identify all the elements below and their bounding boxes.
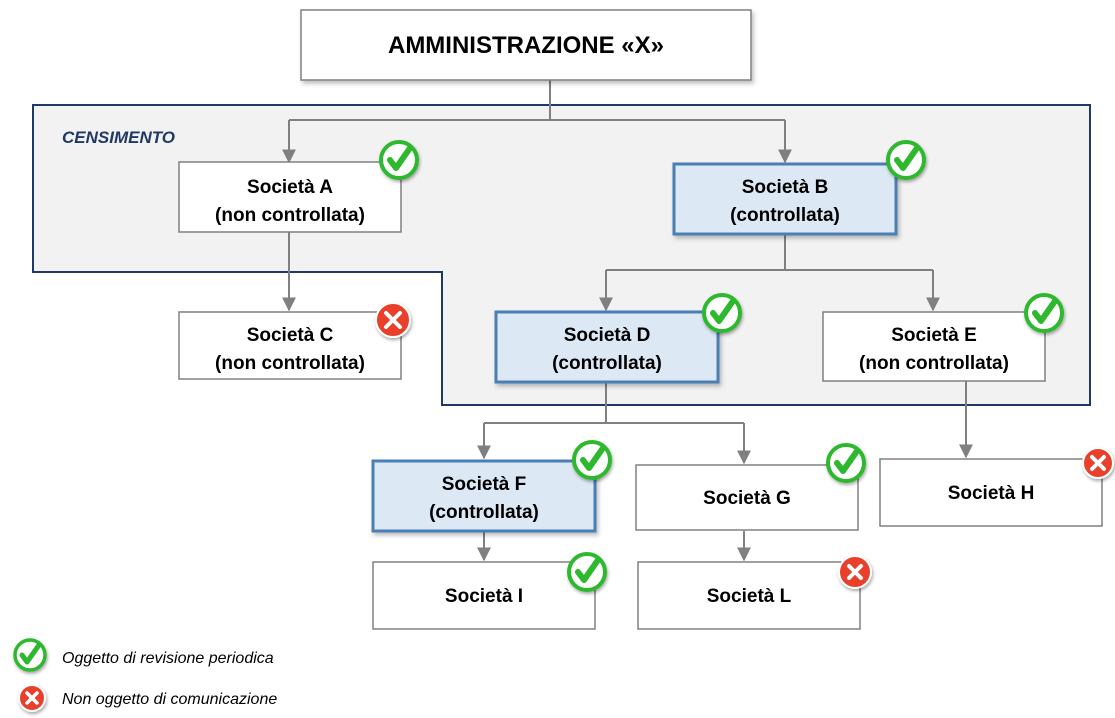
- cross-circle-icon: [838, 555, 872, 589]
- check-circle-icon: [826, 443, 866, 483]
- node-e-line1: Società E: [891, 325, 977, 346]
- node-d-line1: Società D: [564, 325, 651, 346]
- node-a-line1: Società A: [247, 177, 333, 198]
- status-icons: [375, 140, 1114, 592]
- node-societa-e: Società E (non controllata): [822, 311, 1046, 382]
- node-societa-b: Società B (controllata): [672, 162, 898, 236]
- legend: Oggetto di revisione periodica Non ogget…: [13, 638, 277, 712]
- node-l-line1: Società L: [707, 586, 792, 607]
- node-societa-g: Società G: [635, 464, 859, 531]
- node-c-line1: Società C: [247, 325, 334, 346]
- legend-check-label: Oggetto di revisione periodica: [62, 650, 274, 667]
- root-node-label: AMMINISTRAZIONE «X»: [388, 32, 664, 59]
- check-circle-icon: [567, 552, 607, 592]
- legend-cross-label: Non oggetto di comunicazione: [62, 691, 277, 708]
- legend-check-icon: [13, 638, 47, 672]
- node-e-line2: (non controllata): [859, 353, 1009, 374]
- node-societa-a: Società A (non controllata): [178, 161, 402, 233]
- node-b-line2: (controllata): [730, 205, 840, 226]
- check-circle-icon: [379, 140, 419, 180]
- censimento-label: CENSIMENTO: [62, 128, 175, 147]
- node-f-line1: Società F: [442, 474, 526, 495]
- node-b-line1: Società B: [742, 177, 829, 198]
- node-i-line1: Società I: [445, 586, 523, 607]
- check-circle-icon: [702, 293, 742, 333]
- node-a-line2: (non controllata): [215, 205, 365, 226]
- node-societa-i: Società I: [372, 561, 596, 630]
- node-societa-h: Società H: [879, 458, 1103, 527]
- check-circle-icon: [572, 440, 612, 480]
- root-node: AMMINISTRAZIONE «X»: [300, 9, 752, 81]
- node-societa-d: Società D (controllata): [494, 310, 720, 384]
- node-societa-c: Società C (non controllata): [178, 311, 402, 380]
- cross-circle-icon: [375, 302, 411, 338]
- connectors: [282, 80, 973, 562]
- node-societa-l: Società L: [637, 561, 861, 630]
- node-g-line1: Società G: [703, 488, 791, 509]
- cross-circle-icon: [1082, 447, 1114, 479]
- check-circle-icon: [1024, 293, 1064, 333]
- node-societa-f: Società F (controllata): [371, 459, 597, 533]
- node-d-line2: (controllata): [552, 353, 662, 374]
- node-f-line2: (controllata): [429, 502, 539, 523]
- node-h-line1: Società H: [948, 483, 1035, 504]
- node-c-line2: (non controllata): [215, 353, 365, 374]
- check-circle-icon: [886, 140, 926, 180]
- legend-cross-icon: [18, 684, 46, 712]
